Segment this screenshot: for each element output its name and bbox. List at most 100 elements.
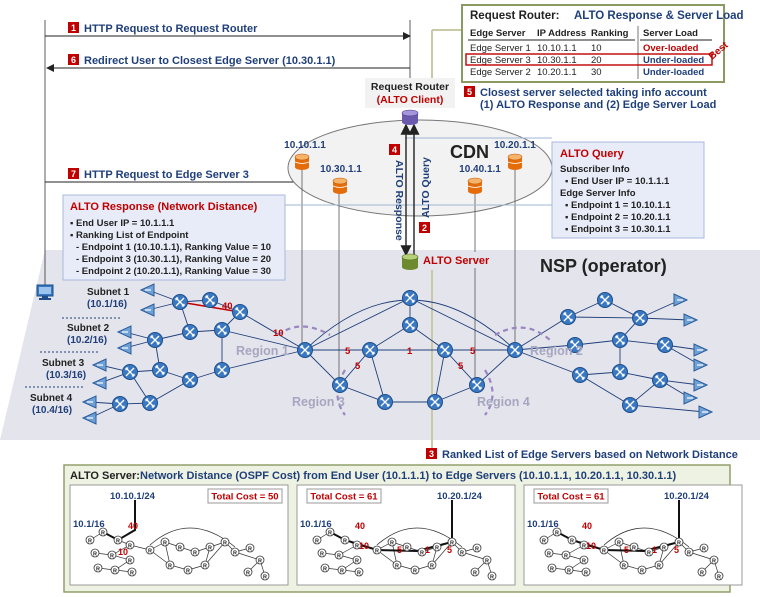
- mini-router: [579, 555, 589, 565]
- alto-query-box: [551, 141, 705, 239]
- region-4-label: Region 4: [477, 395, 530, 409]
- mini-router: [317, 548, 327, 558]
- mini-router: [432, 542, 442, 552]
- panel-src-label: 10.1/16: [300, 519, 332, 530]
- mini-router: [334, 550, 344, 560]
- panel-cost-2: 10: [359, 541, 369, 551]
- step-6-label: Redirect User to Closest Edge Server (10…: [84, 55, 336, 67]
- alto-response-ranking-title: ▪ Ranking List of Endpoint: [70, 230, 189, 241]
- edge-server-1-icon: [294, 153, 310, 171]
- alto-query-title: ALTO Query: [560, 148, 625, 160]
- cost-10: 10: [273, 328, 284, 339]
- subnet-2-cidr: (10.2/16): [67, 335, 107, 346]
- mini-router: [320, 563, 330, 573]
- mini-router: [337, 565, 347, 575]
- alto-query-endpoint-3: ▪ Endpoint 3 = 10.30.1.1: [565, 224, 671, 235]
- header-load: Server Load: [643, 28, 698, 39]
- panel-cost-3: 5: [624, 545, 629, 555]
- alto-query-sub-item: ▪ End User IP = 10.1.1.1: [565, 176, 670, 187]
- cost-5a: 5: [345, 346, 351, 357]
- request-router-title: Request Router: [371, 81, 449, 93]
- mini-router: [175, 542, 185, 552]
- mini-router: [629, 542, 639, 552]
- bottom-title-a: ALTO Server:: [70, 470, 140, 482]
- step-6: 6 Redirect User to Closest Edge Server (…: [68, 54, 336, 67]
- mini-router: [352, 555, 362, 565]
- mini-router: [340, 535, 350, 545]
- bottom-title-b: Network Distance (OSPF Cost) from End Us…: [140, 470, 677, 482]
- row3-ip: 10.20.1.1: [537, 67, 577, 78]
- mini-router: [127, 567, 137, 577]
- row1-server: Edge Server 1: [470, 43, 531, 54]
- subnet-2-name: Subnet 2: [67, 323, 110, 334]
- mini-router: [402, 542, 412, 552]
- mini-router: [205, 542, 215, 552]
- mini-router: [619, 560, 629, 570]
- header-ranking: Ranking: [591, 28, 629, 39]
- panel-cost-1: 40: [355, 521, 365, 531]
- mini-router: [90, 548, 100, 558]
- edge-server-2-icon: [507, 153, 523, 171]
- mini-router: [614, 537, 624, 547]
- cost-1: 1: [407, 346, 413, 357]
- row2-server: Edge Server 3: [470, 55, 531, 66]
- subnet-4-name: Subnet 4: [30, 393, 73, 404]
- cost-40: 40: [222, 301, 233, 312]
- mini-router: [110, 565, 120, 575]
- mini-router: [659, 542, 669, 552]
- mini-router: [567, 535, 577, 545]
- mini-router: [354, 567, 364, 577]
- panel-dst-label: 10.20.1/24: [437, 491, 483, 502]
- header-edge-server: Edge Server: [470, 28, 526, 39]
- cdn-server-ip-3: 10.30.1.1: [320, 164, 362, 175]
- cost-5d: 5: [458, 361, 464, 372]
- step-5: 5 Closest server selected taking info ac…: [464, 86, 716, 111]
- request-router-subtitle: (ALTO Client): [377, 94, 444, 106]
- svg-text:1: 1: [71, 23, 76, 33]
- router-table-title-a: Request Router:: [470, 10, 559, 22]
- alto-response-box: [62, 194, 286, 281]
- mini-router: [714, 571, 724, 581]
- svg-text:2: 2: [422, 223, 427, 233]
- mini-router: [637, 565, 647, 575]
- user-pc-icon: [36, 284, 54, 300]
- mini-router: [684, 547, 694, 557]
- panel-dst-label: 10.10.1/24: [110, 491, 156, 502]
- mini-router: [160, 537, 170, 547]
- mini-router: [183, 565, 193, 575]
- cdn-server-ip-1: 10.10.1.1: [284, 140, 326, 151]
- row3-server: Edge Server 2: [470, 67, 531, 78]
- cost-5b: 5: [470, 346, 476, 357]
- panel-cost-5: 5: [447, 545, 452, 555]
- mini-router: [599, 545, 609, 555]
- subnet-3-cidr: (10.3/16): [46, 370, 86, 381]
- step-5-line2: (1) ALTO Response and (2) Edge Server Lo…: [480, 99, 716, 111]
- alto-response-title: ALTO Response (Network Distance): [70, 201, 258, 213]
- router-table-title-b: ALTO Response & Server Load: [574, 10, 744, 22]
- row2-ip: 10.30.1.1: [537, 55, 577, 66]
- panel-cost-2: 10: [118, 547, 128, 557]
- cdn-server-ip-4: 10.40.1.1: [459, 164, 501, 175]
- step-4: 4 ALTO Response: [389, 144, 405, 241]
- region-3-label: Region 3: [292, 395, 345, 409]
- cdn-server-ip-2: 10.20.1.1: [494, 140, 536, 151]
- mini-router: [547, 563, 557, 573]
- header-ip: IP Address: [537, 28, 586, 39]
- mini-router: [427, 560, 437, 570]
- alto-response-entry-1: - Endpoint 1 (10.10.1.1), Ranking Value …: [76, 242, 271, 253]
- region-2-label: Region 2: [530, 344, 583, 358]
- mini-router: [220, 537, 230, 547]
- panel-total-cost: Total Cost = 61: [310, 492, 378, 503]
- step-7-label: HTTP Request to Edge Server 3: [84, 169, 249, 181]
- mini-router: [581, 567, 591, 577]
- mini-router: [482, 555, 492, 565]
- step-7: 7 HTTP Request to Edge Server 3: [68, 168, 249, 181]
- mini-router: [387, 537, 397, 547]
- row1-rank: 10: [591, 43, 602, 54]
- svg-text:3: 3: [429, 449, 434, 459]
- panel-src-label: 10.1/16: [73, 519, 105, 530]
- panel-dst-label: 10.20.1/24: [664, 491, 710, 502]
- alto-server-icon: [401, 253, 419, 270]
- mini-router: [654, 560, 664, 570]
